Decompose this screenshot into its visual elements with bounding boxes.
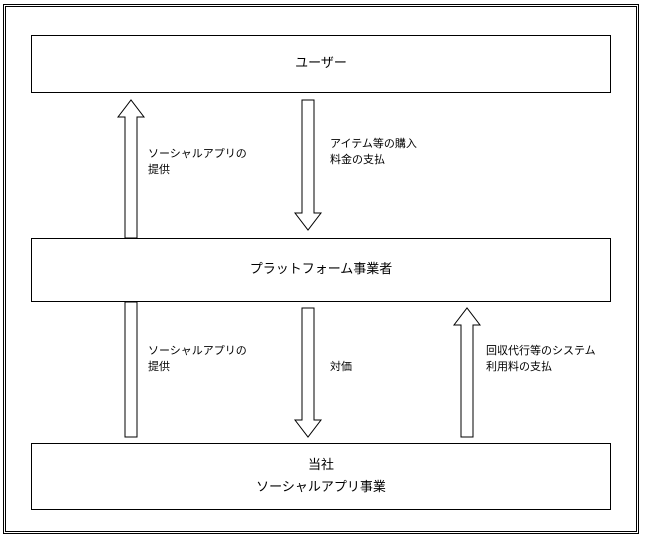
arrow-consideration: [293, 307, 323, 438]
user-box: ユーザー: [31, 35, 611, 93]
arrow-payment-upper: [293, 99, 323, 231]
company-box-label-line1: 当社: [307, 457, 334, 473]
label-fee-payment-line2: 利用料の支払: [486, 360, 552, 373]
label-payment-upper: アイテム等の購入 料金の支払: [330, 136, 417, 168]
label-provision-lower-line2: 提供: [148, 360, 170, 373]
arrow-fee-payment: [452, 307, 482, 438]
label-provision-lower: ソーシャルアプリの 提供: [148, 343, 247, 375]
label-consideration-text: 対価: [330, 360, 352, 373]
platform-operator-box: プラットフォーム事業者: [31, 238, 611, 302]
label-fee-payment-line1: 回収代行等のシステム: [486, 344, 596, 357]
arrow-provision-lower: [124, 301, 138, 438]
label-provision-upper-line2: 提供: [148, 163, 170, 176]
company-box-label-line2: ソーシャルアプリ事業: [256, 479, 386, 495]
label-provision-lower-line1: ソーシャルアプリの: [148, 344, 247, 357]
company-box: 当社 ソーシャルアプリ事業: [31, 443, 611, 510]
arrow-provision-upper: [116, 99, 146, 239]
label-fee-payment: 回収代行等のシステム 利用料の支払: [486, 343, 596, 375]
user-box-label: ユーザー: [295, 56, 347, 71]
platform-operator-box-label: プラットフォーム事業者: [249, 262, 393, 277]
label-consideration: 対価: [330, 359, 352, 375]
label-payment-upper-line1: アイテム等の購入: [330, 137, 417, 150]
label-provision-upper-line1: ソーシャルアプリの: [148, 147, 247, 160]
label-payment-upper-line2: 料金の支払: [330, 153, 385, 166]
diagram-frame: [5, 6, 637, 532]
label-provision-upper: ソーシャルアプリの 提供: [148, 146, 247, 178]
